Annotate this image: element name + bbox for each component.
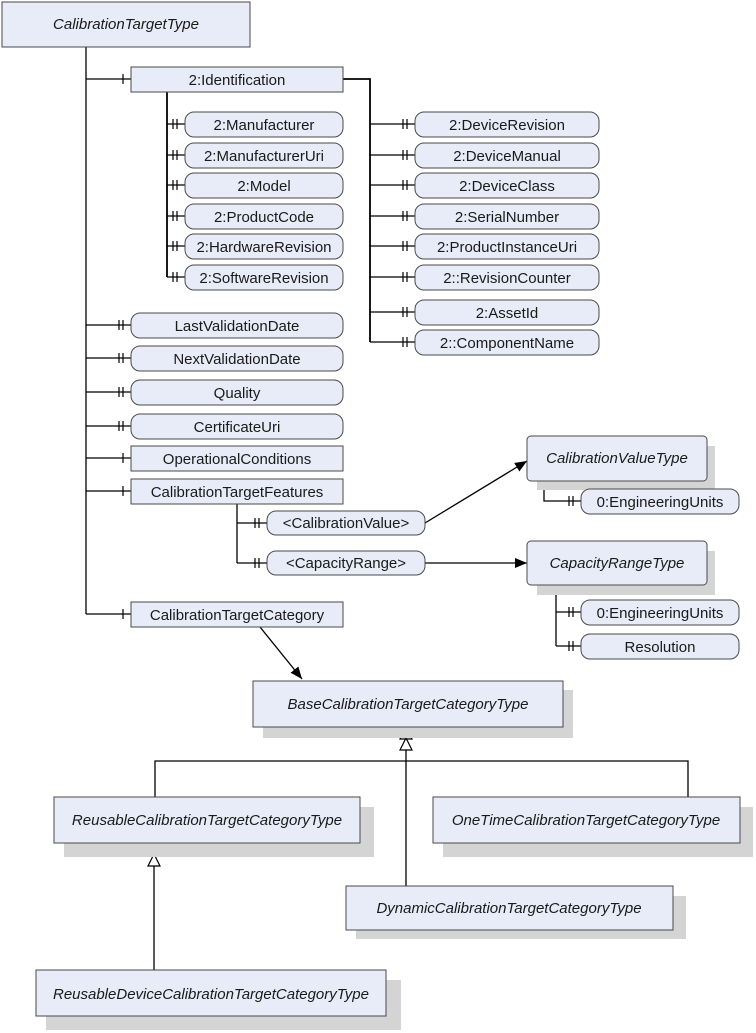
- label: 2:DeviceRevision: [449, 117, 565, 134]
- label: 0:EngineeringUnits: [597, 605, 724, 622]
- node-calibration-target-type[interactable]: CalibrationTargetType: [1, 1, 251, 48]
- node-manufacturer[interactable]: 2:Manufacturer: [184, 111, 344, 138]
- label: CalibrationTargetFeatures: [151, 484, 324, 501]
- node-serial-number[interactable]: 2:SerialNumber: [414, 203, 600, 230]
- label: CertificateUri: [194, 419, 281, 436]
- label: DynamicCalibrationTargetCategoryType: [376, 900, 641, 917]
- node-component-name[interactable]: 2::ComponentName: [414, 329, 600, 356]
- label: Quality: [214, 385, 261, 402]
- node-resolution[interactable]: Resolution: [580, 633, 740, 660]
- node-calibration-value[interactable]: <CalibrationValue>: [266, 510, 426, 536]
- node-product-instance-uri[interactable]: 2:ProductInstanceUri: [414, 233, 600, 260]
- label: 2:SerialNumber: [455, 209, 559, 226]
- label: ReusableDeviceCalibrationTargetCategoryT…: [53, 986, 369, 1003]
- label: 2:Identification: [189, 72, 286, 89]
- node-device-revision[interactable]: 2:DeviceRevision: [414, 111, 600, 138]
- label: <CapacityRange>: [286, 555, 406, 572]
- label: 2::ComponentName: [440, 335, 574, 352]
- node-quality[interactable]: Quality: [130, 379, 344, 406]
- label: CalibrationTargetType: [53, 16, 199, 33]
- label: 2:HardwareRevision: [196, 239, 331, 256]
- label: OneTimeCalibrationTargetCategoryType: [452, 812, 720, 829]
- reference-ticks: [118, 74, 574, 651]
- node-base-category-type[interactable]: BaseCalibrationTargetCategoryType: [252, 680, 573, 738]
- node-software-revision[interactable]: 2:SoftwareRevision: [184, 264, 344, 291]
- node-asset-id[interactable]: 2:AssetId: [414, 299, 600, 326]
- label: CapacityRangeType: [550, 555, 685, 572]
- node-last-validation-date[interactable]: LastValidationDate: [130, 312, 344, 339]
- label: 2:Model: [237, 178, 290, 195]
- label: <CalibrationValue>: [283, 515, 410, 532]
- label: 2:ProductCode: [214, 209, 314, 226]
- node-calibration-value-type[interactable]: CalibrationValueType: [526, 435, 715, 490]
- node-calibration-target-category[interactable]: CalibrationTargetCategory: [130, 601, 344, 628]
- label: CalibrationTargetCategory: [150, 607, 325, 624]
- node-operational-conditions[interactable]: OperationalConditions: [130, 445, 344, 472]
- node-hardware-revision[interactable]: 2:HardwareRevision: [184, 233, 344, 260]
- label: OperationalConditions: [163, 451, 311, 468]
- label: 2:ManufacturerUri: [204, 148, 324, 165]
- node-cvt-engineering-units[interactable]: 0:EngineeringUnits: [580, 488, 740, 515]
- label: 2:SoftwareRevision: [199, 270, 328, 287]
- label: ReusableCalibrationTargetCategoryType: [72, 812, 342, 829]
- node-revision-counter[interactable]: 2::RevisionCounter: [414, 264, 600, 291]
- label: 2:Manufacturer: [214, 117, 315, 134]
- label: 2:DeviceManual: [453, 148, 561, 165]
- node-product-code[interactable]: 2:ProductCode: [184, 203, 344, 230]
- label: 2:DeviceClass: [459, 178, 555, 195]
- label: 2:ProductInstanceUri: [437, 239, 577, 256]
- node-dynamic-category-type[interactable]: DynamicCalibrationTargetCategoryType: [345, 885, 686, 939]
- node-reusable-device-category-type[interactable]: ReusableDeviceCalibrationTargetCategoryT…: [35, 969, 401, 1030]
- node-device-class[interactable]: 2:DeviceClass: [414, 172, 600, 199]
- node-next-validation-date[interactable]: NextValidationDate: [130, 345, 344, 372]
- node-calibration-target-features[interactable]: CalibrationTargetFeatures: [130, 478, 344, 505]
- node-device-manual[interactable]: 2:DeviceManual: [414, 142, 600, 169]
- label: CalibrationValueType: [546, 450, 688, 467]
- label: NextValidationDate: [173, 351, 300, 368]
- node-manufacturer-uri[interactable]: 2:ManufacturerUri: [184, 142, 344, 169]
- label: LastValidationDate: [175, 318, 300, 335]
- label: BaseCalibrationTargetCategoryType: [288, 696, 529, 713]
- node-capacity-range[interactable]: <CapacityRange>: [266, 550, 426, 576]
- label: 0:EngineeringUnits: [597, 494, 724, 511]
- node-identification[interactable]: 2:Identification: [130, 66, 344, 93]
- node-reusable-category-type[interactable]: ReusableCalibrationTargetCategoryType: [53, 796, 374, 857]
- node-onetime-category-type[interactable]: OneTimeCalibrationTargetCategoryType: [432, 796, 753, 857]
- label: 2:AssetId: [476, 305, 539, 322]
- node-model[interactable]: 2:Model: [184, 172, 344, 199]
- node-capacity-range-type[interactable]: CapacityRangeType: [526, 540, 715, 595]
- node-crt-engineering-units[interactable]: 0:EngineeringUnits: [580, 599, 740, 626]
- label: Resolution: [625, 639, 696, 656]
- label: 2::RevisionCounter: [443, 270, 571, 287]
- node-certificate-uri[interactable]: CertificateUri: [130, 413, 344, 440]
